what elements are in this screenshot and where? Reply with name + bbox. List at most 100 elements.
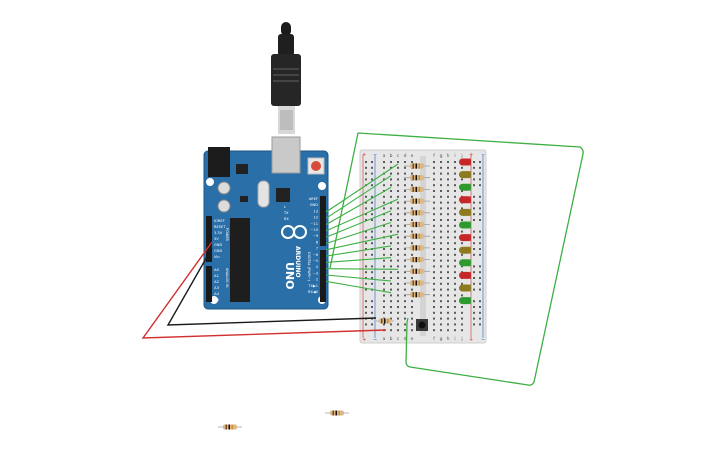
breadboard-hole[interactable] (404, 311, 406, 314)
breadboard-hole[interactable] (440, 259, 442, 262)
breadboard-hole[interactable] (404, 236, 406, 239)
breadboard-hole[interactable] (433, 329, 435, 332)
breadboard-hole[interactable] (447, 224, 449, 227)
breadboard-hole[interactable] (383, 311, 385, 314)
rail-hole[interactable] (365, 195, 367, 198)
rail-hole[interactable] (479, 242, 481, 245)
breadboard-hole[interactable] (404, 207, 406, 210)
breadboard-hole[interactable] (433, 190, 435, 192)
breadboard-hole[interactable] (390, 300, 392, 303)
breadboard-hole[interactable] (390, 207, 392, 210)
green-signal-wires[interactable] (325, 163, 399, 294)
breadboard-hole[interactable] (404, 219, 406, 221)
breadboard-hole[interactable] (404, 190, 406, 192)
breadboard-hole[interactable] (390, 306, 392, 308)
green-signal-wire[interactable] (325, 280, 392, 294)
breadboard-hole[interactable] (440, 195, 442, 198)
breadboard-hole[interactable] (404, 277, 406, 279)
green-signal-wire[interactable] (325, 221, 392, 245)
breadboard-hole[interactable] (397, 161, 399, 163)
rail-hole[interactable] (473, 271, 475, 274)
breadboard-hole[interactable] (404, 172, 406, 175)
breadboard-hole[interactable] (440, 230, 442, 233)
breadboard-hole[interactable] (383, 224, 385, 227)
breadboard-hole[interactable] (404, 317, 406, 320)
breadboard-hole[interactable] (404, 184, 406, 187)
breadboard-hole[interactable] (461, 166, 463, 169)
breadboard-hole[interactable] (440, 277, 442, 279)
breadboard-hole[interactable] (440, 282, 442, 285)
breadboard-hole[interactable] (397, 323, 399, 326)
breadboard-hole[interactable] (447, 329, 449, 332)
breadboard-hole[interactable] (404, 282, 406, 285)
led[interactable] (459, 297, 471, 305)
rail-hole[interactable] (473, 219, 475, 221)
breadboard-hole[interactable] (404, 161, 406, 163)
breadboard-hole[interactable] (390, 219, 392, 221)
breadboard-hole[interactable] (447, 288, 449, 291)
rail-hole[interactable] (479, 201, 481, 204)
rail-hole[interactable] (479, 253, 481, 256)
rail-hole[interactable] (479, 288, 481, 291)
rail-hole[interactable] (365, 230, 367, 233)
resistor[interactable] (404, 268, 430, 274)
breadboard-hole[interactable] (461, 219, 463, 221)
rail-hole[interactable] (365, 161, 367, 163)
breadboard-hole[interactable] (461, 294, 463, 297)
breadboard-hole[interactable] (454, 300, 456, 303)
breadboard-hole[interactable] (440, 236, 442, 239)
led[interactable] (459, 183, 471, 191)
rail-hole[interactable] (473, 236, 475, 239)
breadboard-hole[interactable] (433, 300, 435, 303)
rail-hole[interactable] (479, 236, 481, 239)
rail-hole[interactable] (473, 317, 475, 320)
red-5v-wire[interactable] (141, 241, 387, 339)
breadboard-hole[interactable] (440, 190, 442, 192)
rail-hole[interactable] (473, 213, 475, 216)
rail-hole[interactable] (371, 172, 373, 175)
breadboard-hole[interactable] (454, 271, 456, 274)
breadboard-hole[interactable] (390, 242, 392, 245)
rail-hole[interactable] (479, 277, 481, 279)
breadboard-hole[interactable] (440, 248, 442, 250)
breadboard-hole[interactable] (440, 271, 442, 274)
rail-hole[interactable] (371, 253, 373, 256)
breadboard-hole[interactable] (447, 300, 449, 303)
breadboard-hole[interactable] (454, 172, 456, 175)
breadboard-hole[interactable] (411, 306, 413, 308)
breadboard-hole[interactable] (447, 282, 449, 285)
breadboard-hole[interactable] (411, 277, 413, 279)
rail-hole[interactable] (473, 201, 475, 204)
led[interactable] (459, 259, 471, 267)
breadboard-hole[interactable] (454, 242, 456, 245)
breadboard-hole[interactable] (454, 166, 456, 169)
breadboard-hole[interactable] (411, 288, 413, 291)
breadboard-hole[interactable] (397, 248, 399, 250)
breadboard-hole[interactable] (397, 184, 399, 187)
breadboard-hole[interactable] (397, 306, 399, 308)
led[interactable] (459, 208, 471, 216)
breadboard-hole[interactable] (411, 317, 413, 320)
rail-hole[interactable] (479, 230, 481, 233)
breadboard-hole[interactable] (433, 242, 435, 245)
breadboard-hole[interactable] (447, 195, 449, 198)
breadboard-hole[interactable] (454, 253, 456, 256)
breadboard-hole[interactable] (397, 329, 399, 332)
breadboard-hole[interactable] (433, 172, 435, 175)
rail-hole[interactable] (479, 161, 481, 163)
black-gnd-wire[interactable] (166, 247, 377, 326)
breadboard-hole[interactable] (404, 195, 406, 198)
breadboard-hole[interactable] (411, 172, 413, 175)
resistor[interactable] (404, 280, 430, 286)
rail-hole[interactable] (371, 242, 373, 245)
breadboard-hole[interactable] (433, 253, 435, 256)
rail-hole[interactable] (473, 178, 475, 181)
breadboard-hole[interactable] (390, 277, 392, 279)
breadboard-hole[interactable] (447, 166, 449, 169)
breadboard-hole[interactable] (404, 178, 406, 181)
breadboard-hole[interactable] (440, 306, 442, 308)
breadboard-hole[interactable] (447, 236, 449, 239)
loose-resistor-2[interactable] (325, 410, 349, 416)
breadboard-hole[interactable] (390, 282, 392, 285)
breadboard-hole[interactable] (447, 190, 449, 192)
